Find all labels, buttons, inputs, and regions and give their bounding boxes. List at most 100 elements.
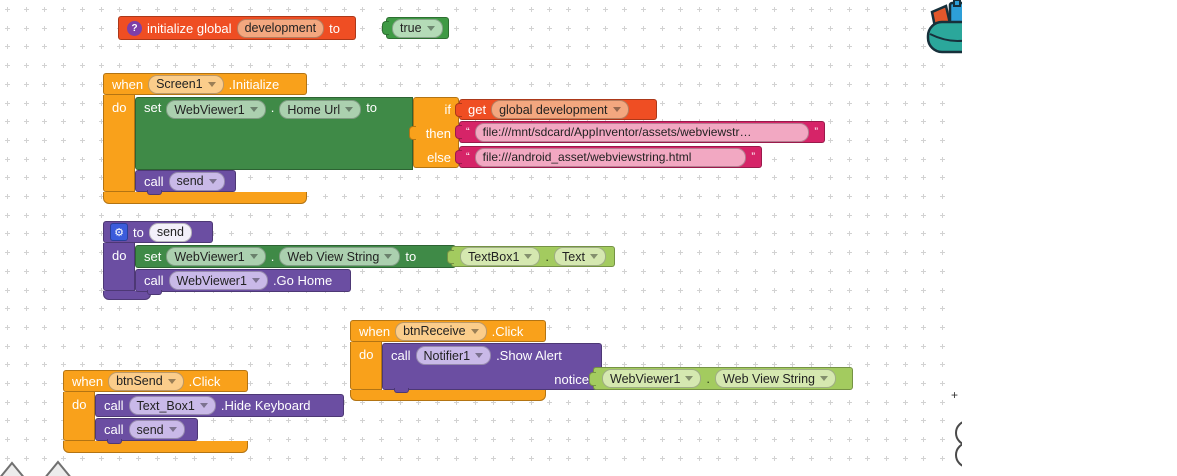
procedure-name-field[interactable]: send (148, 222, 192, 242)
property-dropdown[interactable]: Web View String (715, 369, 836, 388)
procedure-dropdown[interactable]: send (128, 420, 185, 439)
block-init-global-development[interactable]: ? initialize global development to true (118, 16, 449, 40)
component-dropdown[interactable]: WebViewer1 (166, 100, 266, 119)
gear-icon[interactable]: ⚙ (110, 223, 128, 241)
init-global-block[interactable]: ? initialize global development to (118, 16, 356, 40)
workspace[interactable]: ? initialize global development to true … (0, 0, 962, 476)
when-label: when (112, 76, 144, 92)
error-indicator-icon[interactable] (42, 460, 74, 476)
call-send-block[interactable]: call send (95, 418, 198, 444)
call-hidekeyboard-block[interactable]: call Text_Box1 .Hide Keyboard (95, 394, 344, 417)
dropdown-icon[interactable] (685, 376, 694, 381)
event-footer[interactable] (63, 441, 248, 453)
center-blocks-icon[interactable]: + (951, 388, 959, 402)
do-label: do (359, 347, 374, 362)
call-showalert-block[interactable]: call Notifier1 .Show Alert notice (382, 343, 602, 393)
do-spine[interactable]: do (63, 392, 95, 441)
component-dropdown[interactable]: WebViewer1 (166, 247, 266, 266)
method-label: .Go Home (272, 273, 333, 288)
component-dropdown[interactable]: btnReceive (395, 321, 487, 341)
property-dropdown[interactable]: Web View String (279, 247, 401, 266)
method-label: .Hide Keyboard (220, 398, 311, 413)
dropdown-icon[interactable] (208, 178, 217, 184)
if-else-block[interactable]: if then else (413, 97, 459, 168)
backpack-icon[interactable] (924, 0, 962, 58)
dropdown-icon[interactable] (207, 81, 216, 87)
variable-name-field[interactable]: development (236, 18, 325, 38)
set-label: set (144, 100, 162, 115)
component-dropdown[interactable]: Text_Box1 (128, 396, 216, 415)
call-label: call (104, 398, 124, 413)
zoom-out-button[interactable] (955, 442, 962, 468)
zoom-in-button[interactable] (955, 420, 962, 446)
event-header[interactable]: when Screen1 .Initialize (103, 73, 307, 95)
help-icon[interactable]: ? (127, 20, 142, 36)
dropdown-icon[interactable] (612, 107, 621, 112)
then-string-block[interactable]: “ file:///mnt/sdcard/AppInventor/assets/… (459, 121, 825, 143)
dropdown-icon[interactable] (475, 353, 484, 358)
property-dropdown[interactable]: Home Url (279, 100, 362, 119)
init-global-label: initialize global (147, 20, 232, 36)
get-label: get (468, 102, 487, 117)
dropdown-icon[interactable] (168, 427, 177, 432)
component-dropdown[interactable]: Screen1 (148, 74, 224, 94)
component-dropdown[interactable]: btnSend (108, 371, 184, 391)
get-global-development-block[interactable]: get global development (459, 99, 657, 120)
do-spine[interactable]: do (103, 95, 135, 192)
string-field[interactable]: file:///mnt/sdcard/AppInventor/assets/we… (474, 122, 810, 142)
call-gohome-block[interactable]: call WebViewer1 .Go Home (135, 269, 351, 295)
procedure-footer[interactable] (103, 291, 151, 300)
set-webviewstring-block[interactable]: set WebViewer1 . Web View String to (135, 245, 456, 268)
get-textbox-text-block[interactable]: TextBox1 . Text (451, 246, 615, 267)
to-label: to (329, 20, 340, 36)
dropdown-icon[interactable] (199, 403, 208, 408)
do-label: do (112, 248, 127, 263)
event-name-label: .Click (491, 323, 524, 339)
procedure-dropdown[interactable]: send (168, 171, 225, 191)
event-header[interactable]: when btnSend .Click (63, 370, 248, 392)
dot-label: . (706, 371, 711, 386)
event-header[interactable]: when btnReceive .Click (350, 320, 546, 342)
component-dropdown[interactable]: WebViewer1 (168, 271, 268, 290)
component-dropdown[interactable]: TextBox1 (460, 247, 541, 266)
property-dropdown[interactable]: Text (554, 247, 606, 266)
warning-indicator-icon[interactable] (0, 461, 28, 476)
when-label: when (72, 373, 104, 389)
dropdown-icon[interactable] (470, 328, 479, 334)
call-send-block[interactable]: call send (135, 170, 236, 195)
event-footer[interactable] (350, 390, 546, 401)
to-label: to (133, 224, 144, 240)
component-dropdown[interactable]: WebViewer1 (602, 369, 702, 388)
dropdown-icon[interactable] (345, 107, 354, 112)
method-label: .Show Alert (496, 348, 562, 363)
dropdown-icon[interactable] (249, 107, 258, 112)
do-label: do (72, 397, 87, 412)
do-spine[interactable]: do (103, 243, 135, 291)
dot-label: . (545, 249, 550, 264)
else-string-block[interactable]: “ file:///android_asset/webviewstring.ht… (459, 146, 762, 168)
open-quote: “ (466, 125, 470, 138)
dropdown-icon[interactable] (524, 254, 533, 259)
dropdown-icon[interactable] (251, 278, 260, 283)
dropdown-icon[interactable] (426, 25, 435, 31)
dropdown-icon[interactable] (589, 254, 598, 259)
set-homeurl-block[interactable]: set WebViewer1 . Home Url to (135, 97, 413, 170)
true-dropdown[interactable]: true (392, 18, 443, 38)
notice-param-label: notice (554, 371, 589, 387)
then-label: then (425, 125, 451, 141)
component-dropdown[interactable]: Notifier1 (415, 346, 492, 365)
get-webviewstring-block[interactable]: WebViewer1 . Web View String (593, 367, 853, 390)
else-label: else (427, 149, 451, 165)
dropdown-icon[interactable] (167, 378, 176, 384)
dropdown-icon[interactable] (820, 376, 828, 381)
dropdown-icon[interactable] (384, 254, 393, 259)
do-spine[interactable]: do (350, 342, 382, 390)
dot-label: . (270, 100, 275, 115)
event-footer[interactable] (103, 192, 307, 204)
dropdown-icon[interactable] (249, 254, 258, 259)
variable-dropdown[interactable]: global development (491, 100, 629, 119)
procedure-header[interactable]: ⚙ to send (103, 221, 213, 243)
logic-true-block[interactable]: true (386, 17, 449, 39)
string-field[interactable]: file:///android_asset/webviewstring.html (474, 147, 747, 167)
